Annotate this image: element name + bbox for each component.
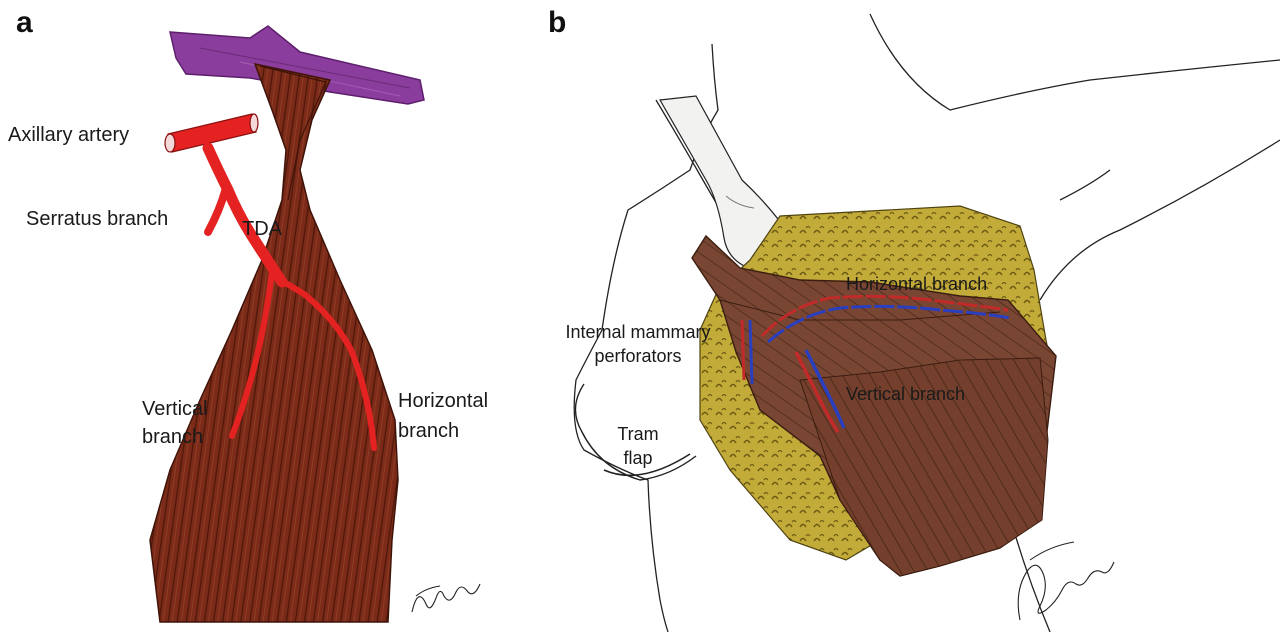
panel-b-letter: b bbox=[548, 6, 566, 40]
label-internal-mammary-1: Internal mammary bbox=[550, 322, 726, 343]
signature-a bbox=[412, 584, 480, 612]
label-vertical-branch-a-1: Vertical bbox=[142, 398, 208, 421]
perforator-vein bbox=[750, 320, 752, 384]
panel-a bbox=[150, 26, 480, 622]
label-axillary-artery: Axillary artery bbox=[8, 124, 129, 147]
perforator-artery bbox=[742, 320, 744, 380]
label-vertical-branch-b: Vertical branch bbox=[846, 384, 965, 405]
label-horizontal-branch-a-1: Horizontal bbox=[398, 390, 488, 413]
panel-a-letter: a bbox=[16, 6, 33, 40]
label-tda: TDA bbox=[242, 218, 282, 241]
label-horizontal-branch-b: Horizontal branch bbox=[846, 274, 987, 295]
label-tram-flap-2: flap bbox=[606, 448, 670, 469]
label-horizontal-branch-a-2: branch bbox=[398, 420, 459, 443]
label-internal-mammary-2: perforators bbox=[550, 346, 726, 367]
signature-b bbox=[1018, 542, 1114, 620]
serratus-branch-artery bbox=[208, 188, 226, 232]
label-tram-flap-1: Tram bbox=[606, 424, 670, 445]
label-vertical-branch-a-2: branch bbox=[142, 426, 203, 449]
label-serratus-branch: Serratus branch bbox=[26, 208, 168, 231]
